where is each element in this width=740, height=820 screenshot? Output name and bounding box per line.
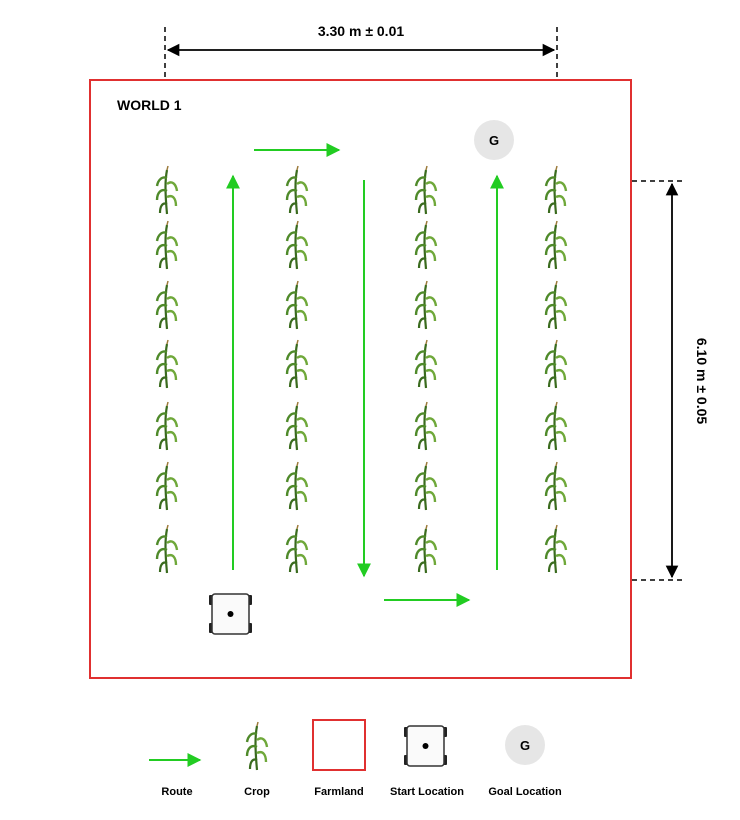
- route: [226, 143, 504, 607]
- crop-plant: [414, 400, 438, 452]
- crop-plant: [544, 164, 568, 216]
- legend-farmland-icon: [312, 719, 366, 771]
- crop-plant: [414, 460, 438, 512]
- crop-plant: [285, 219, 309, 271]
- crop-field: [155, 164, 568, 575]
- goal-location: G: [474, 120, 514, 160]
- world-label: WORLD 1: [117, 97, 182, 113]
- legend-goal-marker: G: [520, 738, 530, 753]
- crop-plant: [155, 164, 179, 216]
- crop-plant: [414, 279, 438, 331]
- crop-plant: [544, 523, 568, 575]
- farmland-boundary: [89, 79, 632, 679]
- crop-plant: [155, 523, 179, 575]
- crop-plant: [414, 338, 438, 390]
- legend-farmland-label: Farmland: [314, 786, 364, 798]
- legend-goal-icon: [505, 725, 545, 765]
- start-location-robot: [208, 593, 253, 635]
- crop-plant: [544, 219, 568, 271]
- crop-plant: [414, 523, 438, 575]
- crop-plant: [285, 523, 309, 575]
- legend-start-icon: [403, 725, 448, 767]
- goal-marker-label: G: [489, 133, 499, 148]
- crop-plant: [285, 460, 309, 512]
- legend-crop-label: Crop: [244, 786, 270, 798]
- width-dimension-label: 3.30 m ± 0.01: [318, 23, 405, 39]
- crop-plant: [544, 279, 568, 331]
- crop-plant: [414, 219, 438, 271]
- crop-plant: [544, 460, 568, 512]
- crop-plant: [285, 338, 309, 390]
- crop-plant: [285, 400, 309, 452]
- legend: Route Crop Farmland Start Location G Goa…: [149, 719, 562, 798]
- crop-plant: [155, 460, 179, 512]
- legend-route-label: Route: [161, 786, 192, 798]
- crop-plant: [155, 400, 179, 452]
- crop-plant: [544, 338, 568, 390]
- legend-goal-label: Goal Location: [488, 786, 562, 798]
- legend-crop-icon: [245, 720, 269, 772]
- goal-circle: [474, 120, 514, 160]
- crop-plant: [285, 164, 309, 216]
- legend-start-label: Start Location: [390, 786, 464, 798]
- height-dimension-label: 6.10 m ± 0.05: [694, 338, 710, 425]
- crop-plant: [544, 400, 568, 452]
- crop-plant: [155, 219, 179, 271]
- crop-plant: [155, 338, 179, 390]
- crop-plant: [414, 164, 438, 216]
- crop-plant: [155, 279, 179, 331]
- crop-plant: [285, 279, 309, 331]
